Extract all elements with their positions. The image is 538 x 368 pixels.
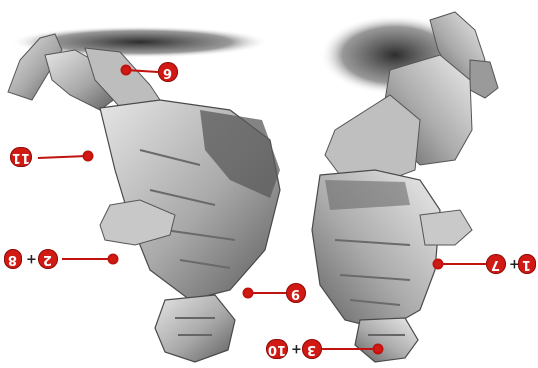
label-1: 1 [518, 254, 536, 274]
label-3: 3 [302, 339, 322, 359]
label-2: 2 [38, 249, 58, 269]
label-7: 7 [486, 254, 506, 274]
marker-dot-11 [84, 152, 93, 161]
label-11: 11 [10, 147, 32, 167]
marker-dot-7-1 [434, 260, 443, 269]
plus-sign-10-3: + [291, 341, 302, 356]
label-8: 8 [4, 249, 22, 269]
marker-dot-8-2 [109, 255, 118, 264]
plus-sign-8-2: + [26, 251, 37, 266]
label-6: 6 [158, 62, 178, 82]
label-10: 10 [266, 339, 288, 359]
marker-dot-6 [122, 66, 131, 75]
left-figure [8, 34, 280, 362]
label-9: 9 [286, 283, 306, 303]
marker-dot-10-3 [374, 345, 383, 354]
marker-dot-9 [244, 289, 253, 298]
